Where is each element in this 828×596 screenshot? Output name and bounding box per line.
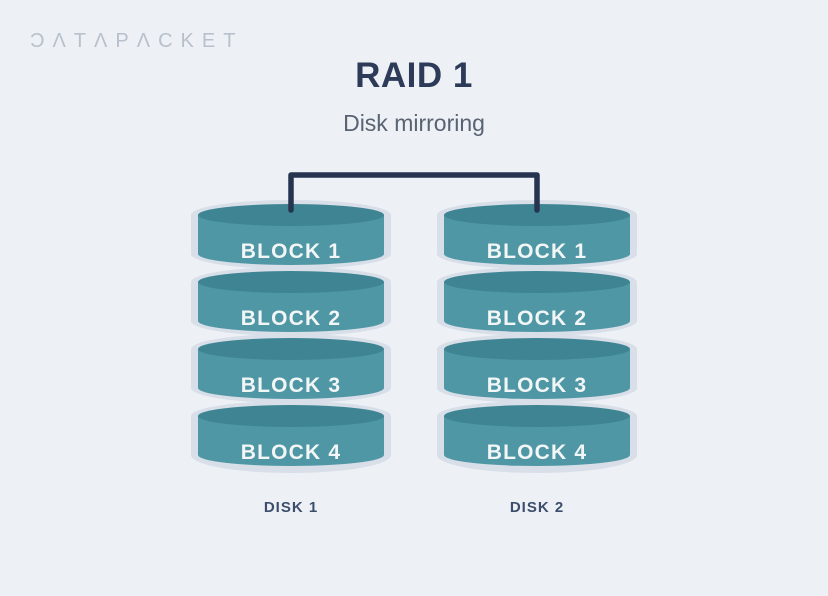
disk-2-block-1: BLOCK 1 [444, 204, 630, 265]
disk-1-label: DISK 1 [263, 499, 319, 516]
datapacket-logo: ƆΛTΛPΛCKET [30, 30, 244, 52]
disk-1-block-2: BLOCK 2 [198, 271, 384, 332]
disk-2-block-2: BLOCK 2 [444, 271, 630, 332]
disk-1-block-2-label: BLOCK 2 [241, 307, 342, 330]
disk-1-block-1-label: BLOCK 1 [241, 240, 342, 263]
disk-1-block-3: BLOCK 3 [198, 338, 384, 399]
disk-1: BLOCK 1 BLOCK 2 BLOCK 3 BLOCK 4 [183, 195, 399, 516]
page-subtitle: Disk mirroring [343, 110, 485, 136]
disk-1-block-3-label: BLOCK 3 [241, 374, 342, 397]
disk-2-block-4-label: BLOCK 4 [487, 441, 588, 464]
disk-1-block-4-label: BLOCK 4 [241, 441, 342, 464]
disk-2-block-3-label: BLOCK 3 [487, 374, 588, 397]
disk-2: BLOCK 1 BLOCK 2 BLOCK 3 BLOCK 4 [429, 195, 645, 516]
disk-1-block-1: BLOCK 1 [198, 204, 384, 265]
page-title: RAID 1 [355, 56, 473, 95]
disk-2-cylinder: BLOCK 1 BLOCK 2 BLOCK 3 BLOCK 4 [437, 200, 637, 473]
raid1-diagram: BLOCK 1 BLOCK 2 BLOCK 3 BLOCK 4 [183, 172, 645, 516]
disk-1-block-4: BLOCK 4 [198, 405, 384, 466]
disk-2-block-4: BLOCK 4 [444, 405, 630, 466]
disk-2-label: DISK 2 [509, 499, 565, 516]
disk-2-block-3: BLOCK 3 [444, 338, 630, 399]
disk-1-cylinder: BLOCK 1 BLOCK 2 BLOCK 3 BLOCK 4 [191, 200, 391, 473]
disk-2-block-1-label: BLOCK 1 [487, 240, 588, 263]
disk-2-block-2-label: BLOCK 2 [487, 307, 588, 330]
